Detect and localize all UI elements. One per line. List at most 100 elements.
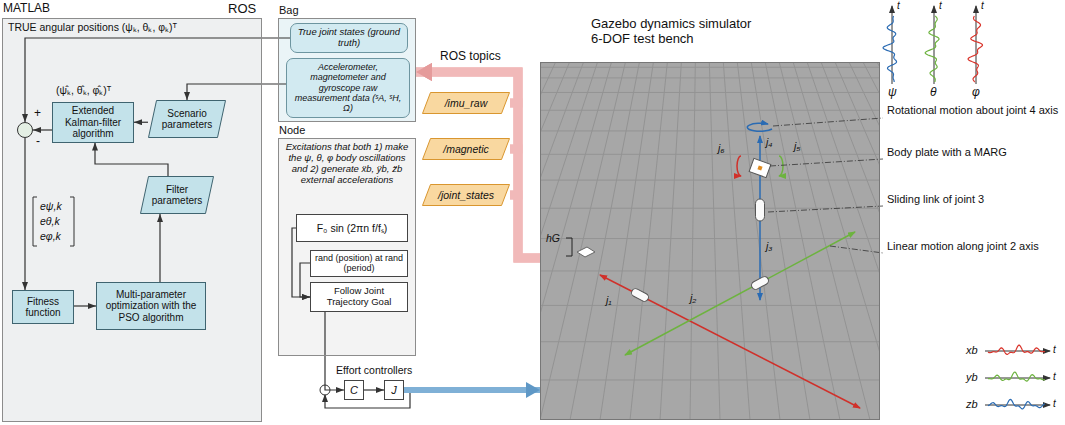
box-label: rand (position) at rand (period) xyxy=(314,253,404,274)
grid-line xyxy=(863,62,880,420)
panel-title: Node xyxy=(279,124,305,137)
block-box: J xyxy=(384,380,404,400)
grid-line xyxy=(570,62,639,420)
signal-name: TRUE angular positions (ψₖ, θₖ, φₖ)ᵀ xyxy=(8,21,177,33)
box-label: F₀ sin (2πn f/fₛ) xyxy=(317,222,388,234)
callout-text: Rotational motion about joint 4 axis xyxy=(887,104,1059,117)
data-box: True joint states (ground truth) xyxy=(290,23,408,53)
connector xyxy=(134,122,148,123)
axis-label: t xyxy=(1053,398,1056,410)
outline xyxy=(149,101,226,138)
connector xyxy=(364,389,384,390)
panel-fill xyxy=(2,18,262,422)
group-title: ROS xyxy=(228,2,256,17)
leader-line xyxy=(770,159,883,166)
block-box: C xyxy=(344,380,364,400)
grid-line xyxy=(540,62,570,420)
connector xyxy=(74,305,96,306)
signal-curve xyxy=(925,16,939,82)
axis-label: t xyxy=(981,0,984,12)
rotation-arrow xyxy=(737,156,741,176)
sign: - xyxy=(36,135,40,149)
data-parallelogram: Scenario parameters xyxy=(148,100,226,138)
connector xyxy=(24,138,25,290)
callout-text: Body plate with a MARG xyxy=(887,146,1059,159)
leader-line xyxy=(830,246,883,253)
connector xyxy=(159,214,160,282)
connector xyxy=(325,312,344,390)
outline xyxy=(423,139,510,160)
box-label: Filter parameters xyxy=(152,184,203,207)
dimension-label: hG xyxy=(546,232,560,244)
cylinder-body xyxy=(756,199,765,221)
grid-line xyxy=(540,62,625,420)
box-label: Accelerometer, magnetometer and gyroscop… xyxy=(291,62,405,114)
axis-label: θ xyxy=(930,86,937,100)
box-label: /joint_states xyxy=(438,189,494,201)
grid-line xyxy=(630,62,667,420)
grid-line xyxy=(765,62,840,420)
grid xyxy=(540,62,880,420)
axis-label: yb xyxy=(966,371,978,384)
link-cylinder xyxy=(750,275,770,291)
axis-label: t xyxy=(897,0,900,12)
cylinder-body xyxy=(630,287,650,302)
vector-entry: eφ,k xyxy=(40,230,61,242)
plot-axis xyxy=(976,6,977,84)
sign: + xyxy=(34,107,41,121)
group-title: Effort controllers xyxy=(336,364,412,376)
outline xyxy=(423,93,510,114)
body-plate xyxy=(749,158,771,177)
grid-line xyxy=(540,180,880,181)
grid-line xyxy=(540,62,612,420)
group-title: ROS topics xyxy=(440,50,501,64)
panel-title: MATLAB xyxy=(3,2,50,16)
block-box: Follow Joint Trajectory Goal xyxy=(310,282,408,312)
plot-axis xyxy=(934,6,935,84)
cylinder-body xyxy=(750,275,770,291)
grid-line xyxy=(835,62,880,420)
ros-topic: /magnetic xyxy=(422,138,510,160)
signal-curve xyxy=(968,16,982,82)
grid-line xyxy=(540,154,880,155)
height-bracket xyxy=(566,238,572,256)
outline xyxy=(141,177,214,214)
connector xyxy=(404,387,540,393)
joint-name: j₃ xyxy=(766,240,773,252)
callout-text: Sliding link of joint 3 xyxy=(887,193,1059,206)
data-parallelogram: Filter parameters xyxy=(140,176,214,214)
process-box: Extended Kalman-filter algorithm xyxy=(52,102,134,143)
axis-label: zb xyxy=(966,398,978,411)
leader-line xyxy=(768,206,883,212)
ros-topic: /imu_raw xyxy=(422,92,510,114)
grid-line xyxy=(540,77,880,78)
grid-line xyxy=(540,62,584,420)
connector xyxy=(416,72,518,149)
plate xyxy=(749,158,771,177)
signal-curve xyxy=(988,345,1045,354)
block-box: F₀ sin (2πn f/fₛ) xyxy=(296,214,408,242)
grid-line xyxy=(540,208,880,209)
panel: BagTrue joint states (ground truth)Accel… xyxy=(278,18,416,122)
simulator-view: Gazebo dynamics simulator 6-DOF test ben… xyxy=(540,62,880,420)
grid-line xyxy=(723,62,750,420)
rotation-arrow xyxy=(779,156,783,176)
grid-line xyxy=(540,67,880,68)
block-box: rand (position) at rand (period) xyxy=(310,250,408,277)
vector-entry: eθ,k xyxy=(40,215,60,227)
process-box: Multi-parameter optimization with the PS… xyxy=(96,282,206,330)
grid-line xyxy=(540,62,598,420)
box-label: Multi-parameter optimization with the PS… xyxy=(101,289,201,324)
grid-line xyxy=(540,341,880,342)
grid-line xyxy=(540,238,880,239)
panel: NodeExcitations that both 1) make the ψ,… xyxy=(278,138,416,356)
box-label: Extended Kalman-filter algorithm xyxy=(57,105,129,140)
box-label: J xyxy=(391,384,397,397)
box-label: C xyxy=(350,384,358,397)
joint-name: j₂ xyxy=(690,292,696,304)
connector xyxy=(300,263,310,297)
note-text: Excitations that both 1) make the ψ, θ, … xyxy=(283,142,411,186)
grid-line xyxy=(690,62,695,420)
